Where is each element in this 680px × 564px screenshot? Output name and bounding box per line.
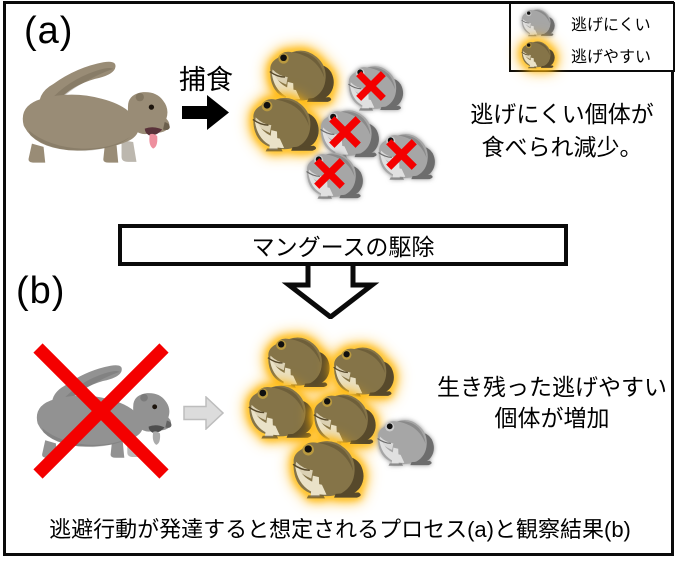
down-arrow-icon <box>281 262 380 319</box>
legend-item-hard-to-escape: 逃げにくい <box>515 5 671 37</box>
mongoose-icon <box>12 54 178 166</box>
frog-caught <box>346 62 405 112</box>
frog-gray <box>375 416 436 467</box>
legend-item-label: 逃げやすい <box>571 49 652 66</box>
red-cross-icon <box>356 71 386 101</box>
figure-caption: 逃避行動が発達すると想定されるプロセス(a)と観察結果(b) <box>49 517 631 542</box>
panel-a-label: (a) <box>24 10 74 52</box>
eradication-banner-label: マングースの駆除 <box>251 234 435 260</box>
panel-b-description-line2: 個体が増加 <box>494 405 610 431</box>
legend-item-label: 逃げにくい <box>571 17 651 34</box>
panel-b-description: 生き残った逃げやすい 個体が増加 <box>430 372 674 434</box>
red-cross-icon <box>314 158 345 189</box>
panel-a-description: 逃げにくい個体が 食べられ減少。 <box>452 98 672 164</box>
frog-gray-icon <box>517 7 559 37</box>
eradication-banner: マングースの駆除 <box>118 224 568 266</box>
legend-item-easy-to-escape: 逃げやすい <box>515 37 671 69</box>
panel-b-description-line1: 生き残った逃げやすい <box>437 374 667 400</box>
big-red-cross-icon <box>33 343 169 479</box>
predation-label: 捕食 <box>179 65 233 95</box>
frog-glow <box>250 93 321 153</box>
frog-glow <box>290 436 366 500</box>
panel-a-description-line1: 逃げにくい個体が <box>470 101 654 127</box>
frog-glow <box>246 381 316 440</box>
predation-arrow-icon <box>182 95 229 130</box>
result-arrow-icon <box>183 396 224 430</box>
legend-box: 逃げにくい 逃げやすい <box>509 2 675 72</box>
panel-a-description-line2: 食べられ減少。 <box>481 134 643 160</box>
figure-border <box>3 1 674 556</box>
red-cross-icon <box>329 116 361 148</box>
frog-caught <box>304 149 365 200</box>
panel-b-label: (b) <box>16 270 66 312</box>
frog-caught <box>376 130 437 181</box>
red-cross-icon <box>386 139 417 170</box>
frog-glow-icon <box>517 39 559 69</box>
